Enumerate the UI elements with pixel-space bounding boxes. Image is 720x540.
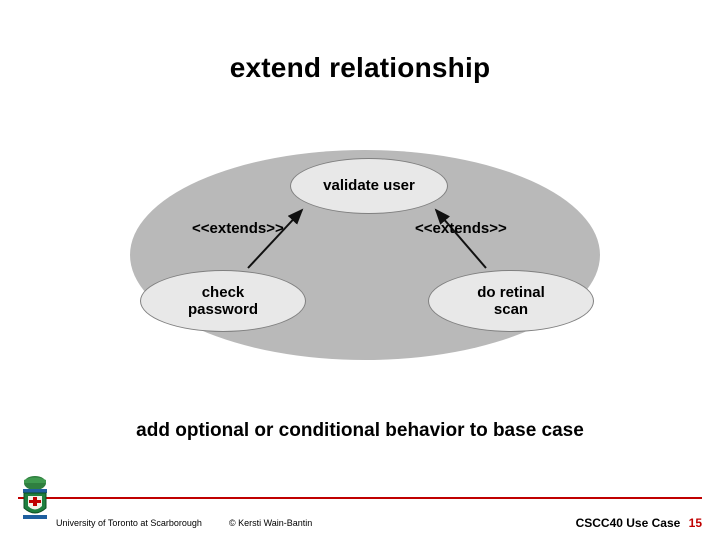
stereotype-extends-left: <<extends>>: [192, 220, 284, 237]
relationship-arrows: [247, 208, 487, 269]
footer-page-number: 15: [688, 516, 702, 530]
usecase-validate-user: validate user: [290, 158, 448, 214]
usecase-check-password-label: check password: [187, 283, 259, 318]
use-case-diagram: validate user check password do retinal …: [130, 140, 600, 370]
arrow-retinal-scan-to-validate-user: [434, 208, 487, 269]
usecase-check-password: check password: [140, 270, 306, 332]
usecase-do-retinal-scan-label: do retinal scan: [477, 283, 545, 318]
footer-course: CSCC40 Use Case: [575, 516, 681, 530]
usecase-do-retinal-scan: do retinal scan: [428, 270, 594, 332]
footer-left-text: University of Toronto at Scarborough © K…: [56, 518, 312, 528]
footer-right-text: CSCC40 Use Case 15: [576, 516, 702, 530]
slide-caption: add optional or conditional behavior to …: [136, 420, 584, 441]
stereotype-extends-right: <<extends>>: [415, 220, 507, 237]
footer-institution: University of Toronto at Scarborough: [56, 518, 202, 528]
usecase-validate-user-label: validate user: [323, 177, 415, 195]
arrow-check-password-to-validate-user: [247, 208, 304, 269]
footer-copyright: © Kersti Wain-Bantin: [228, 518, 313, 528]
page-title: extend relationship: [229, 52, 491, 83]
footer-divider: [18, 497, 702, 499]
university-crest-logo: [23, 476, 47, 519]
